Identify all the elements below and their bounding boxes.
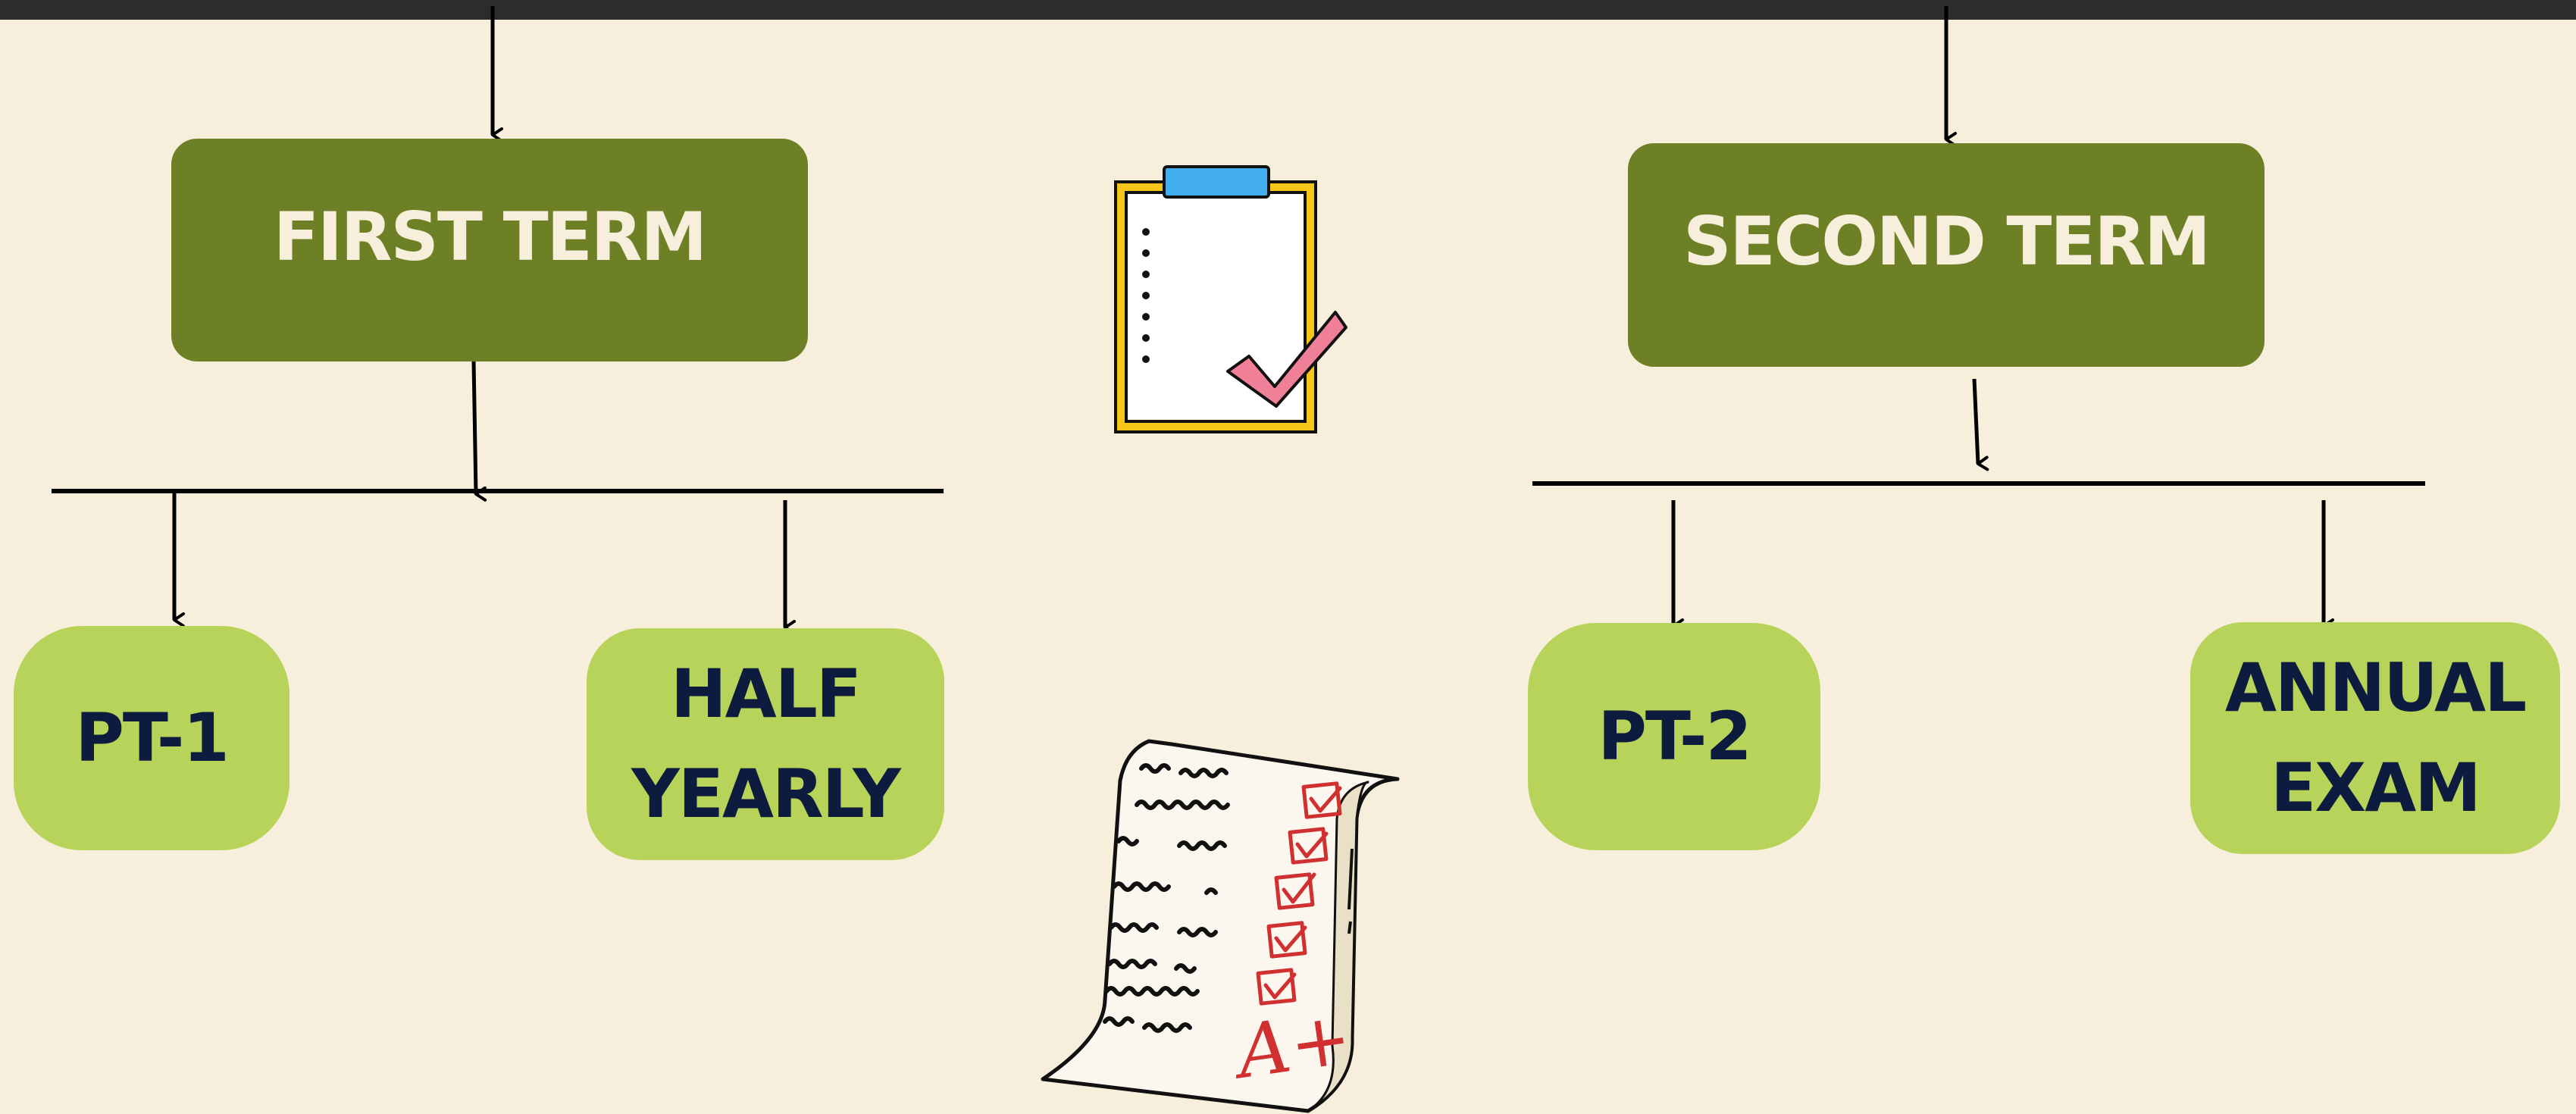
second-term-down-arrow — [1972, 378, 1989, 471]
graded-test-paper-icon: A+ — [1041, 739, 1400, 1113]
pt1-box: PT-1 — [14, 626, 290, 850]
half-yearly-label: HALF YEARLY — [631, 644, 901, 844]
half-yearly-line-1: HALF — [671, 655, 862, 733]
annual-exam-line-1: ANNUAL — [2224, 649, 2527, 727]
second-term-label: SECOND TERM — [1683, 202, 2211, 280]
second-term-box: SECOND TERM — [1628, 143, 2265, 367]
first-term-box: FIRST TERM — [171, 139, 808, 361]
annual-exam-label: ANNUAL EXAM — [2224, 638, 2527, 838]
half-yearly-box: HALF YEARLY — [587, 628, 944, 860]
annual-exam-box: ANNUAL EXAM — [2190, 622, 2560, 854]
pt2-label: PT-2 — [1598, 697, 1751, 775]
top-bar — [0, 0, 2576, 20]
grade-label: A+ — [1226, 995, 1357, 1096]
half-yearly-line-2: YEARLY — [631, 755, 901, 833]
pt2-box: PT-2 — [1528, 623, 1820, 850]
clipboard-checklist-icon — [1114, 165, 1347, 433]
annual-exam-line-2: EXAM — [2271, 749, 2481, 827]
pt1-label: PT-1 — [75, 699, 229, 777]
first-term-down-arrow — [471, 360, 487, 502]
first-term-label: FIRST TERM — [273, 197, 707, 276]
